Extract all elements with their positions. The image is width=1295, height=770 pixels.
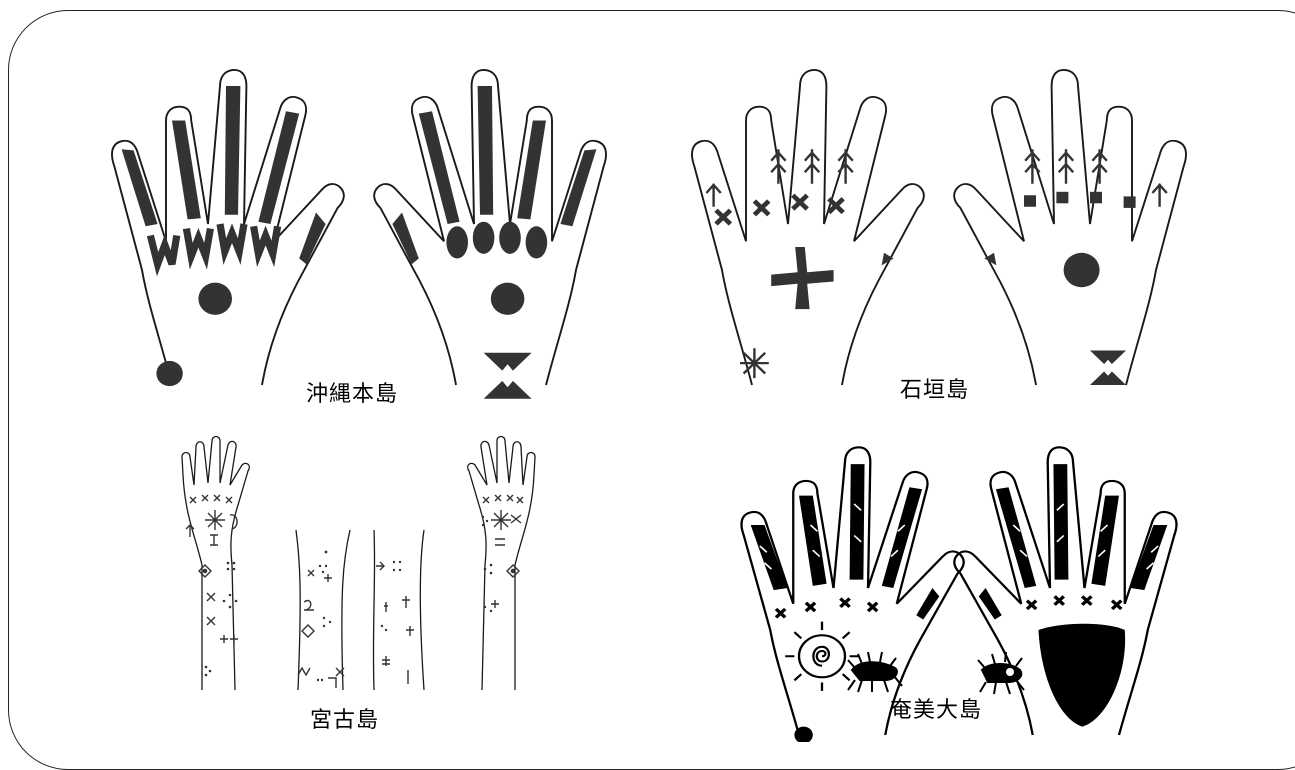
ishigaki-right-hand xyxy=(954,70,1186,385)
miyako-right-arm xyxy=(468,437,535,691)
miyako-left-arm xyxy=(182,437,249,691)
amami-right-hand xyxy=(954,447,1176,735)
amami-wrist-cross xyxy=(1068,664,1092,688)
amami-wrist-creature-right xyxy=(978,652,1024,694)
miyako-forearm-2 xyxy=(373,530,424,690)
tattoo-illustration xyxy=(0,0,1295,742)
caption-amami: 奄美大島 xyxy=(890,692,982,724)
miyako-forearm-1 xyxy=(296,530,350,690)
caption-ishigaki: 石垣島 xyxy=(900,372,969,404)
okinawa-left-hand xyxy=(112,70,344,386)
caption-okinawa: 沖縄本島 xyxy=(306,376,398,408)
okinawa-right-hand xyxy=(374,70,606,399)
ishigaki-left-hand xyxy=(692,70,924,385)
caption-miyako: 宮古島 xyxy=(310,702,379,734)
amami-wrist-creature-left xyxy=(848,652,902,692)
